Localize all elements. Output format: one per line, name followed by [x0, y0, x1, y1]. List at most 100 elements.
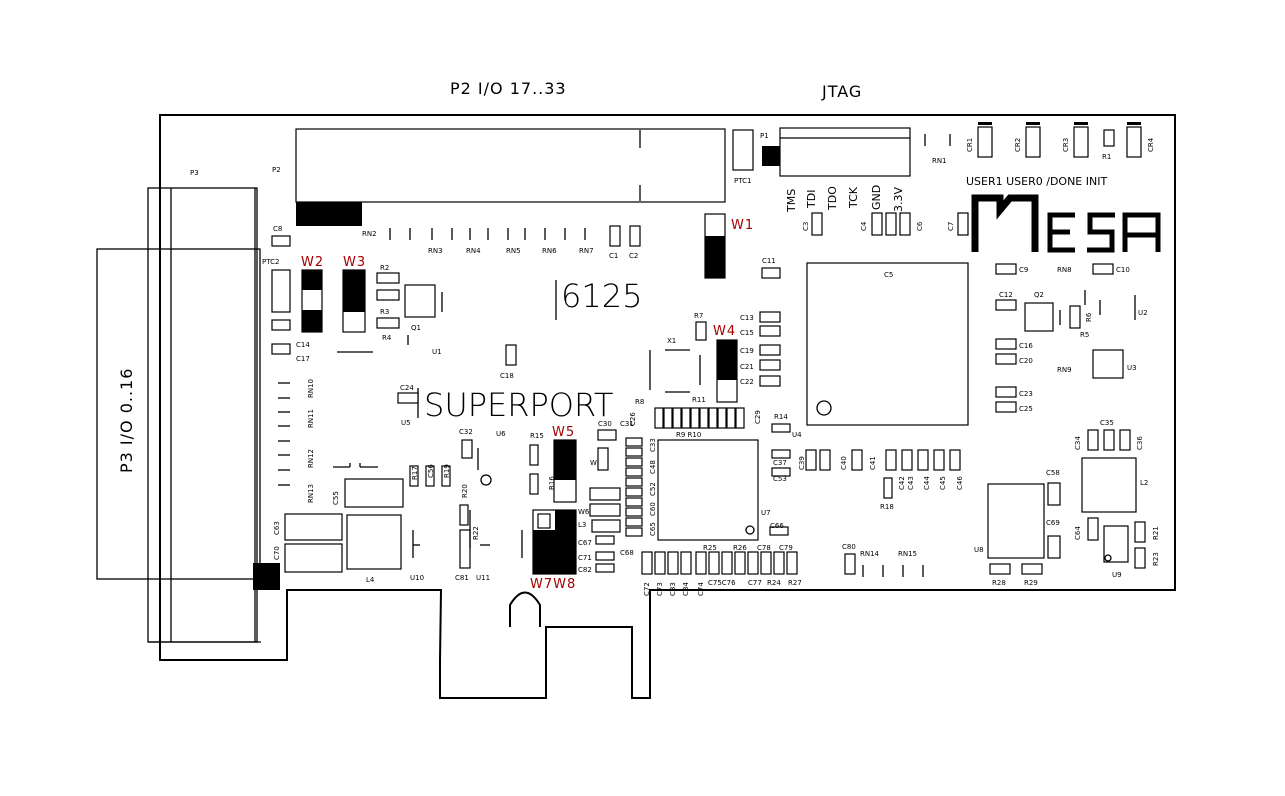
- svg-text:R8: R8: [635, 398, 644, 406]
- svg-text:C40: C40: [840, 456, 848, 470]
- svg-text:C82: C82: [578, 566, 592, 574]
- svg-text:C7: C7: [947, 222, 955, 231]
- svg-text:C35: C35: [1100, 419, 1114, 427]
- jumper-w1[interactable]: [704, 213, 726, 279]
- svg-text:R20: R20: [461, 484, 469, 498]
- svg-text:C64: C64: [1074, 526, 1082, 540]
- jumper-w3[interactable]: [342, 269, 366, 333]
- svg-text:R23: R23: [1152, 552, 1160, 566]
- svg-text:L2: L2: [1140, 479, 1148, 487]
- jtag-header: [779, 127, 911, 177]
- svg-text:C37: C37: [773, 459, 787, 467]
- svg-text:C84: C84: [682, 582, 690, 596]
- svg-text:R19: R19: [443, 464, 451, 478]
- svg-text:C75C76: C75C76: [708, 579, 736, 587]
- svg-text:R1: R1: [1102, 153, 1111, 161]
- svg-text:C55: C55: [332, 491, 340, 505]
- u8-chip: [987, 483, 1045, 559]
- svg-text:R21: R21: [1152, 526, 1160, 540]
- svg-text:C73: C73: [656, 582, 664, 596]
- svg-text:C41: C41: [869, 456, 877, 470]
- svg-text:R2: R2: [380, 264, 389, 272]
- svg-text:R29: R29: [1024, 579, 1038, 587]
- svg-text:C78: C78: [757, 544, 771, 552]
- svg-text:C46: C46: [956, 476, 964, 490]
- svg-text:U1: U1: [432, 348, 442, 356]
- svg-text:C5: C5: [884, 271, 893, 279]
- svg-text:C11: C11: [762, 257, 776, 265]
- svg-text:C4: C4: [860, 221, 868, 231]
- svg-text:TCK: TCK: [847, 186, 860, 209]
- svg-text:C19: C19: [740, 347, 754, 355]
- svg-text:C31: C31: [620, 420, 634, 428]
- svg-text:R7: R7: [694, 312, 703, 320]
- svg-text:RN3: RN3: [428, 247, 443, 255]
- svg-text:R24: R24: [767, 579, 781, 587]
- svg-text:C18: C18: [500, 372, 514, 380]
- svg-text:CR4: CR4: [1147, 137, 1155, 152]
- svg-text:C77: C77: [748, 579, 762, 587]
- svg-text:3.3V: 3.3V: [892, 187, 905, 212]
- svg-text:R5: R5: [1080, 331, 1089, 339]
- jumper-w2[interactable]: [301, 269, 323, 333]
- svg-text:C71: C71: [578, 554, 592, 562]
- svg-text:TDO: TDO: [826, 186, 839, 211]
- svg-text:R27: R27: [788, 579, 802, 587]
- svg-text:C33: C33: [649, 438, 657, 452]
- svg-text:C16: C16: [1019, 342, 1033, 350]
- svg-text:RN10: RN10: [307, 379, 315, 398]
- jumper-w5[interactable]: [553, 439, 577, 503]
- svg-text:C14: C14: [296, 341, 310, 349]
- p2-io-label: P2 I/O 17..33: [450, 79, 567, 98]
- svg-text:U5: U5: [401, 419, 411, 427]
- svg-text:TDI: TDI: [805, 190, 818, 209]
- svg-text:C44: C44: [923, 476, 931, 490]
- svg-text:R17: R17: [411, 466, 419, 480]
- svg-text:C67: C67: [578, 539, 592, 547]
- svg-text:C83: C83: [669, 582, 677, 596]
- svg-text:C15: C15: [740, 329, 754, 337]
- svg-text:C79: C79: [779, 544, 793, 552]
- svg-text:RN13: RN13: [307, 484, 315, 503]
- svg-text:RN8: RN8: [1057, 266, 1072, 274]
- pcie-key-notch: [509, 591, 541, 627]
- svg-text:GND: GND: [870, 185, 883, 210]
- inductor-l4: [346, 514, 402, 570]
- svg-text:RN15: RN15: [898, 550, 917, 558]
- svg-text:C17: C17: [296, 355, 310, 363]
- mesa-logo: [971, 194, 1161, 253]
- svg-text:L4: L4: [366, 576, 375, 584]
- svg-text:RN1: RN1: [932, 157, 947, 165]
- p3-bracket: [96, 187, 280, 643]
- svg-text:C23: C23: [1019, 390, 1033, 398]
- svg-text:C72: C72: [643, 582, 651, 596]
- jumper-w7w8[interactable]: [532, 509, 577, 575]
- svg-text:W7W8: W7W8: [530, 577, 576, 592]
- svg-text:C26: C26: [629, 412, 637, 426]
- part-number: 6125: [561, 277, 642, 315]
- svg-text:C3: C3: [802, 222, 810, 231]
- svg-text:U11: U11: [476, 574, 490, 582]
- svg-text:C63: C63: [273, 521, 281, 535]
- svg-text:C52: C52: [649, 482, 657, 496]
- svg-text:RN2: RN2: [362, 230, 377, 238]
- svg-text:C1: C1: [609, 252, 618, 260]
- svg-text:C10: C10: [1116, 266, 1130, 274]
- svg-text:C21: C21: [740, 363, 754, 371]
- svg-text:RN14: RN14: [860, 550, 880, 558]
- svg-text:C20: C20: [1019, 357, 1033, 365]
- svg-text:W2: W2: [301, 255, 324, 270]
- p3-io-label: P3 I/O 0..16: [117, 368, 136, 473]
- svg-text:PTC1: PTC1: [734, 177, 751, 185]
- svg-text:R28: R28: [992, 579, 1006, 587]
- svg-text:R9 R10: R9 R10: [676, 431, 701, 439]
- bottom-cap-row: [641, 551, 798, 575]
- svg-text:C42: C42: [898, 476, 906, 490]
- svg-text:C6: C6: [916, 221, 924, 231]
- svg-text:CR3: CR3: [1062, 138, 1070, 152]
- jumper-w4[interactable]: [716, 339, 738, 403]
- svg-text:C30: C30: [598, 420, 612, 428]
- svg-text:U4: U4: [792, 431, 802, 439]
- svg-text:U8: U8: [974, 546, 984, 554]
- svg-text:PTC2: PTC2: [262, 258, 279, 266]
